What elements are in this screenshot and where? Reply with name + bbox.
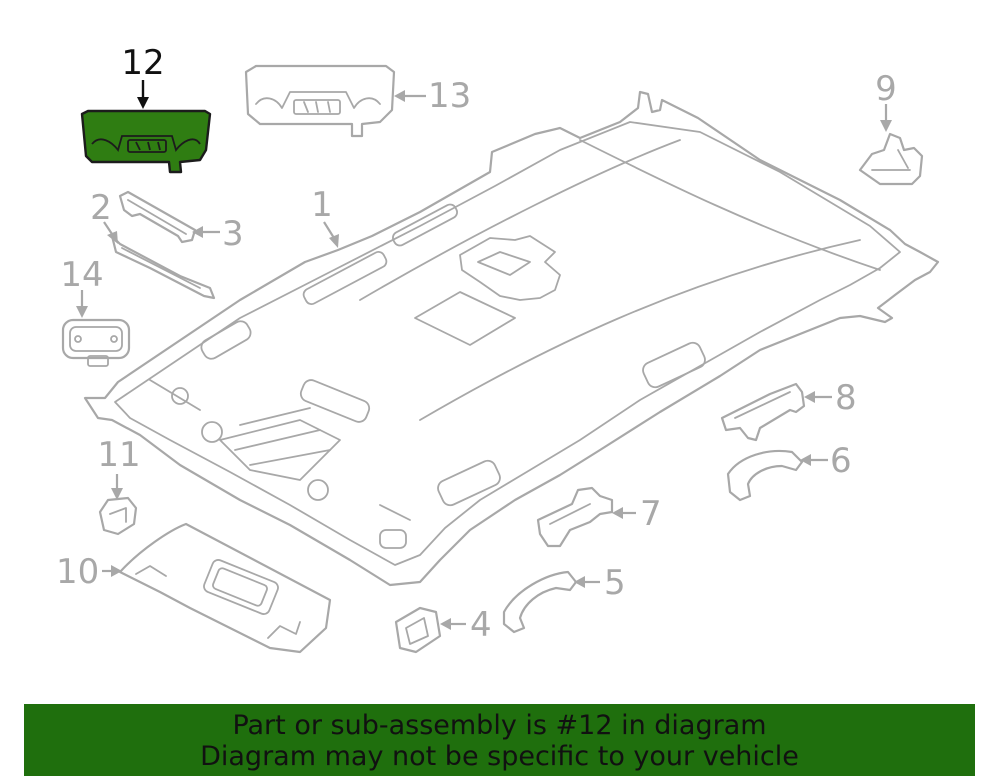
- callout-1[interactable]: 1: [311, 185, 333, 225]
- dome-lamp-part-13[interactable]: [244, 64, 396, 138]
- callout-6[interactable]: 6: [830, 441, 852, 481]
- grab-handle-part-6[interactable]: [726, 449, 804, 502]
- sun-visor-part-10[interactable]: [118, 522, 332, 654]
- bracket-part-8[interactable]: [720, 382, 806, 442]
- clip-part-9[interactable]: [858, 132, 924, 186]
- callout-3[interactable]: 3: [222, 214, 244, 254]
- callout-13[interactable]: 13: [428, 76, 471, 116]
- callout-labels: 12 13 1 2 3 14 9 8 6 7 5 4 11 10: [56, 43, 897, 645]
- callout-7[interactable]: 7: [640, 494, 662, 534]
- leader-lines: [76, 80, 892, 630]
- callout-12[interactable]: 12: [121, 43, 164, 83]
- callout-14[interactable]: 14: [60, 255, 103, 295]
- callout-8[interactable]: 8: [835, 378, 857, 418]
- banner-line-2: Diagram may not be specific to your vehi…: [200, 741, 799, 772]
- banner-line-1: Part or sub-assembly is #12 in diagram: [232, 710, 767, 741]
- callout-4[interactable]: 4: [470, 605, 492, 645]
- grab-handle-part-5[interactable]: [502, 570, 578, 634]
- bracket-part-2[interactable]: [110, 234, 216, 300]
- callout-2[interactable]: 2: [90, 188, 112, 228]
- part-info-banner: Part or sub-assembly is #12 in diagram D…: [24, 704, 975, 776]
- callout-9[interactable]: 9: [875, 69, 897, 109]
- clip-part-11[interactable]: [98, 496, 138, 536]
- dome-lamp-part-12[interactable]: [80, 109, 212, 174]
- callout-5[interactable]: 5: [604, 563, 626, 603]
- callout-11[interactable]: 11: [97, 435, 140, 475]
- bracket-part-7[interactable]: [536, 486, 614, 548]
- clip-part-4[interactable]: [394, 606, 442, 654]
- callout-10[interactable]: 10: [56, 552, 99, 592]
- switch-part-14[interactable]: [61, 318, 131, 367]
- bracket-part-3[interactable]: [118, 190, 197, 244]
- headliner-part-1[interactable]: [83, 90, 940, 587]
